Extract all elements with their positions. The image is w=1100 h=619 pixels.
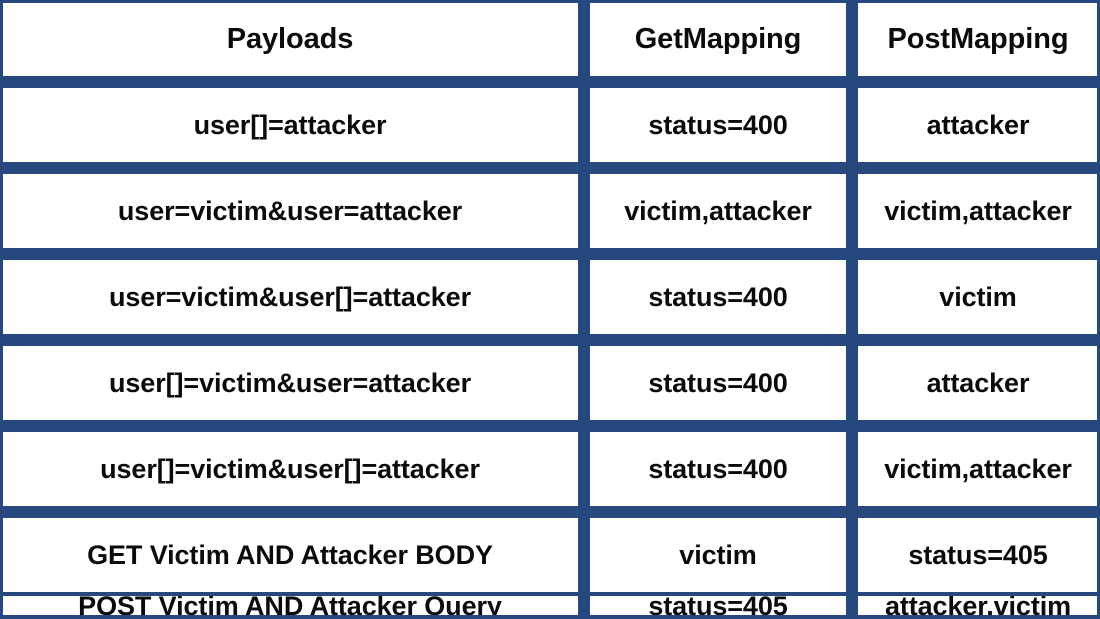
vertical-divider-1	[580, 258, 588, 336]
table-row: status=400	[588, 86, 848, 164]
table-row: victim	[588, 516, 848, 594]
table-row: status=400	[588, 344, 848, 422]
vertical-divider-2	[848, 86, 856, 164]
cell-payload: user[]=victim&user=attacker	[109, 367, 471, 398]
cell-post-mapping: victim,attacker	[884, 453, 1072, 484]
cell-post-mapping: status=405	[908, 539, 1048, 570]
cell-get-mapping: victim,attacker	[624, 195, 812, 226]
vertical-divider-1	[580, 430, 588, 508]
table-row: attacker	[856, 86, 1100, 164]
vertical-divider-1	[580, 344, 588, 422]
column-header-postmapping-label: PostMapping	[887, 22, 1069, 55]
cell-get-mapping: status=405	[648, 594, 788, 619]
row-divider-2	[0, 250, 1100, 258]
vertical-divider-2	[848, 516, 856, 594]
table-row: victim,attacker	[856, 172, 1100, 250]
column-header-getmapping: GetMapping	[588, 0, 848, 78]
cell-get-mapping: victim	[679, 539, 757, 570]
cell-post-mapping: attacker	[926, 367, 1030, 398]
column-header-payloads: Payloads	[0, 0, 580, 78]
vertical-divider-1	[580, 172, 588, 250]
row-divider-1	[0, 164, 1100, 172]
table-row: victim,attacker	[588, 172, 848, 250]
cell-get-mapping: status=400	[648, 109, 788, 140]
table-frame-bottom	[0, 615, 1100, 619]
row-divider-5	[0, 508, 1100, 516]
cell-get-mapping: status=400	[648, 453, 788, 484]
cell-payload: user[]=victim&user[]=attacker	[100, 453, 480, 484]
vertical-divider-2	[848, 344, 856, 422]
vertical-divider-2	[848, 258, 856, 336]
row-divider-3	[0, 336, 1100, 344]
column-header-postmapping: PostMapping	[856, 0, 1100, 78]
vertical-divider-2	[848, 172, 856, 250]
table-row: status=400	[588, 258, 848, 336]
cell-payload: GET Victim AND Attacker BODY	[87, 539, 493, 570]
table-row: user=victim&user[]=attacker	[0, 258, 580, 336]
table-row: status=400	[588, 430, 848, 508]
row-divider-4	[0, 422, 1100, 430]
table-frame-right	[1097, 0, 1100, 619]
vertical-divider-1	[580, 516, 588, 594]
table-row: attacker	[856, 344, 1100, 422]
column-header-payloads-label: Payloads	[226, 22, 354, 55]
table-row: POST Victim AND Attacker Query	[0, 594, 580, 619]
cell-payload: user=victim&user[]=attacker	[109, 281, 471, 312]
table-row: GET Victim AND Attacker BODY	[0, 516, 580, 594]
cell-get-mapping: status=400	[648, 281, 788, 312]
vertical-divider-1	[580, 594, 588, 619]
table-row: user[]=attacker	[0, 86, 580, 164]
cell-get-mapping: status=400	[648, 367, 788, 398]
row-divider-0	[0, 78, 1100, 86]
table-row: user[]=victim&user=attacker	[0, 344, 580, 422]
vertical-divider-1	[580, 86, 588, 164]
column-header-getmapping-label: GetMapping	[634, 22, 802, 55]
cell-post-mapping: attacker,victim	[884, 594, 1072, 619]
cell-payload: user=victim&user=attacker	[117, 195, 463, 226]
table-row: user=victim&user=attacker	[0, 172, 580, 250]
vertical-divider-2	[848, 430, 856, 508]
table-row: victim	[856, 258, 1100, 336]
vertical-divider-2	[848, 594, 856, 619]
table-row: victim,attacker	[856, 430, 1100, 508]
cell-post-mapping: victim,attacker	[884, 195, 1072, 226]
cell-post-mapping: victim	[939, 281, 1017, 312]
vertical-divider-1	[580, 0, 588, 78]
vertical-divider-2	[848, 0, 856, 78]
cell-payload: POST Victim AND Attacker Query	[78, 594, 502, 619]
cell-post-mapping: attacker	[926, 109, 1030, 140]
table-row: status=405	[856, 516, 1100, 594]
table-row: user[]=victim&user[]=attacker	[0, 430, 580, 508]
cell-payload: user[]=attacker	[193, 109, 387, 140]
table-frame-left	[0, 0, 3, 619]
table-frame-top	[0, 0, 1100, 3]
